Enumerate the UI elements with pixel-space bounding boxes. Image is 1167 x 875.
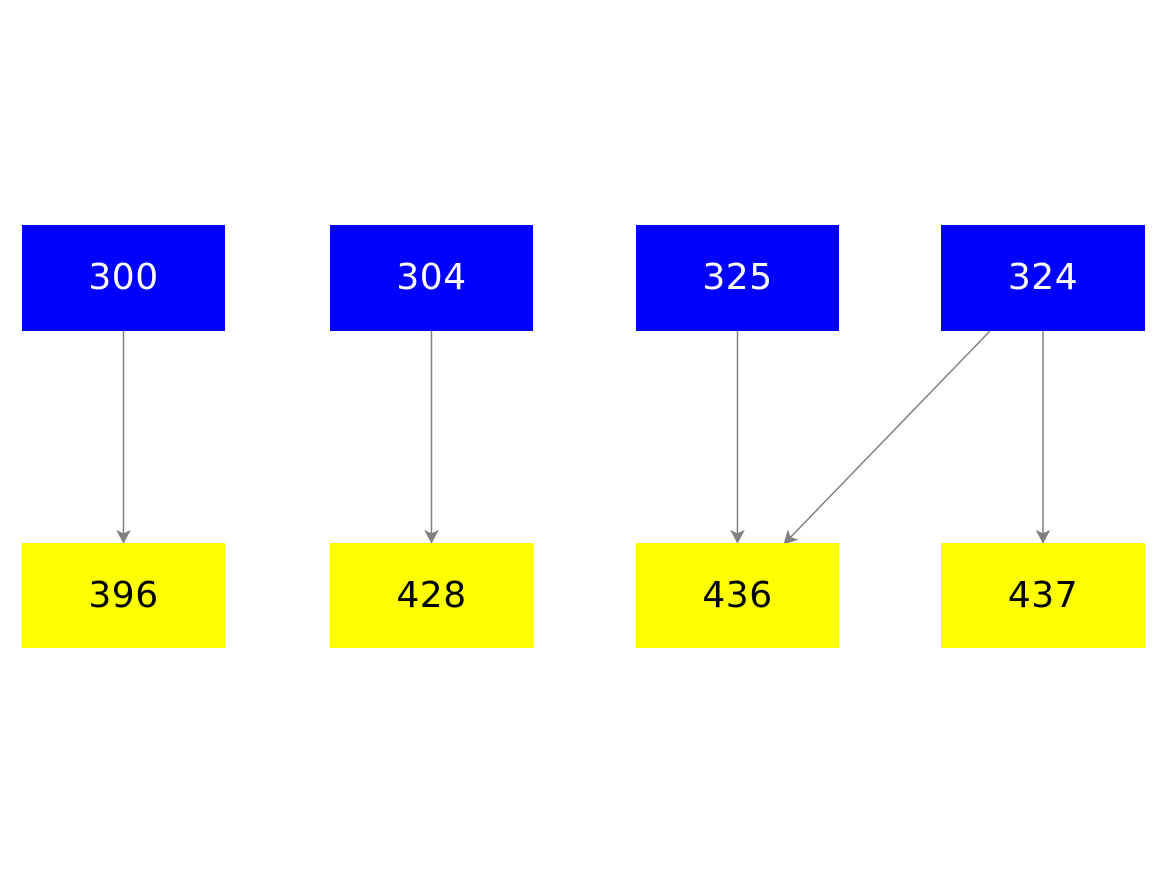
node-304[interactable]: 304 (330, 225, 533, 331)
node-label: 437 (1007, 574, 1079, 616)
node-436[interactable]: 436 (636, 543, 839, 648)
node-300[interactable]: 300 (22, 225, 225, 331)
node-label: 300 (88, 257, 159, 298)
node-label: 324 (1007, 257, 1079, 298)
node-325[interactable]: 325 (636, 225, 839, 331)
node-label: 304 (396, 257, 467, 298)
node-428[interactable]: 428 (330, 543, 533, 648)
node-437[interactable]: 437 (941, 543, 1145, 648)
node-396[interactable]: 396 (22, 543, 225, 648)
node-label: 325 (702, 257, 773, 298)
node-324[interactable]: 324 (941, 225, 1145, 331)
node-label: 396 (88, 574, 159, 616)
node-label: 436 (702, 574, 773, 616)
edge-324-to-436 (783, 330, 991, 545)
node-label: 428 (396, 574, 467, 616)
